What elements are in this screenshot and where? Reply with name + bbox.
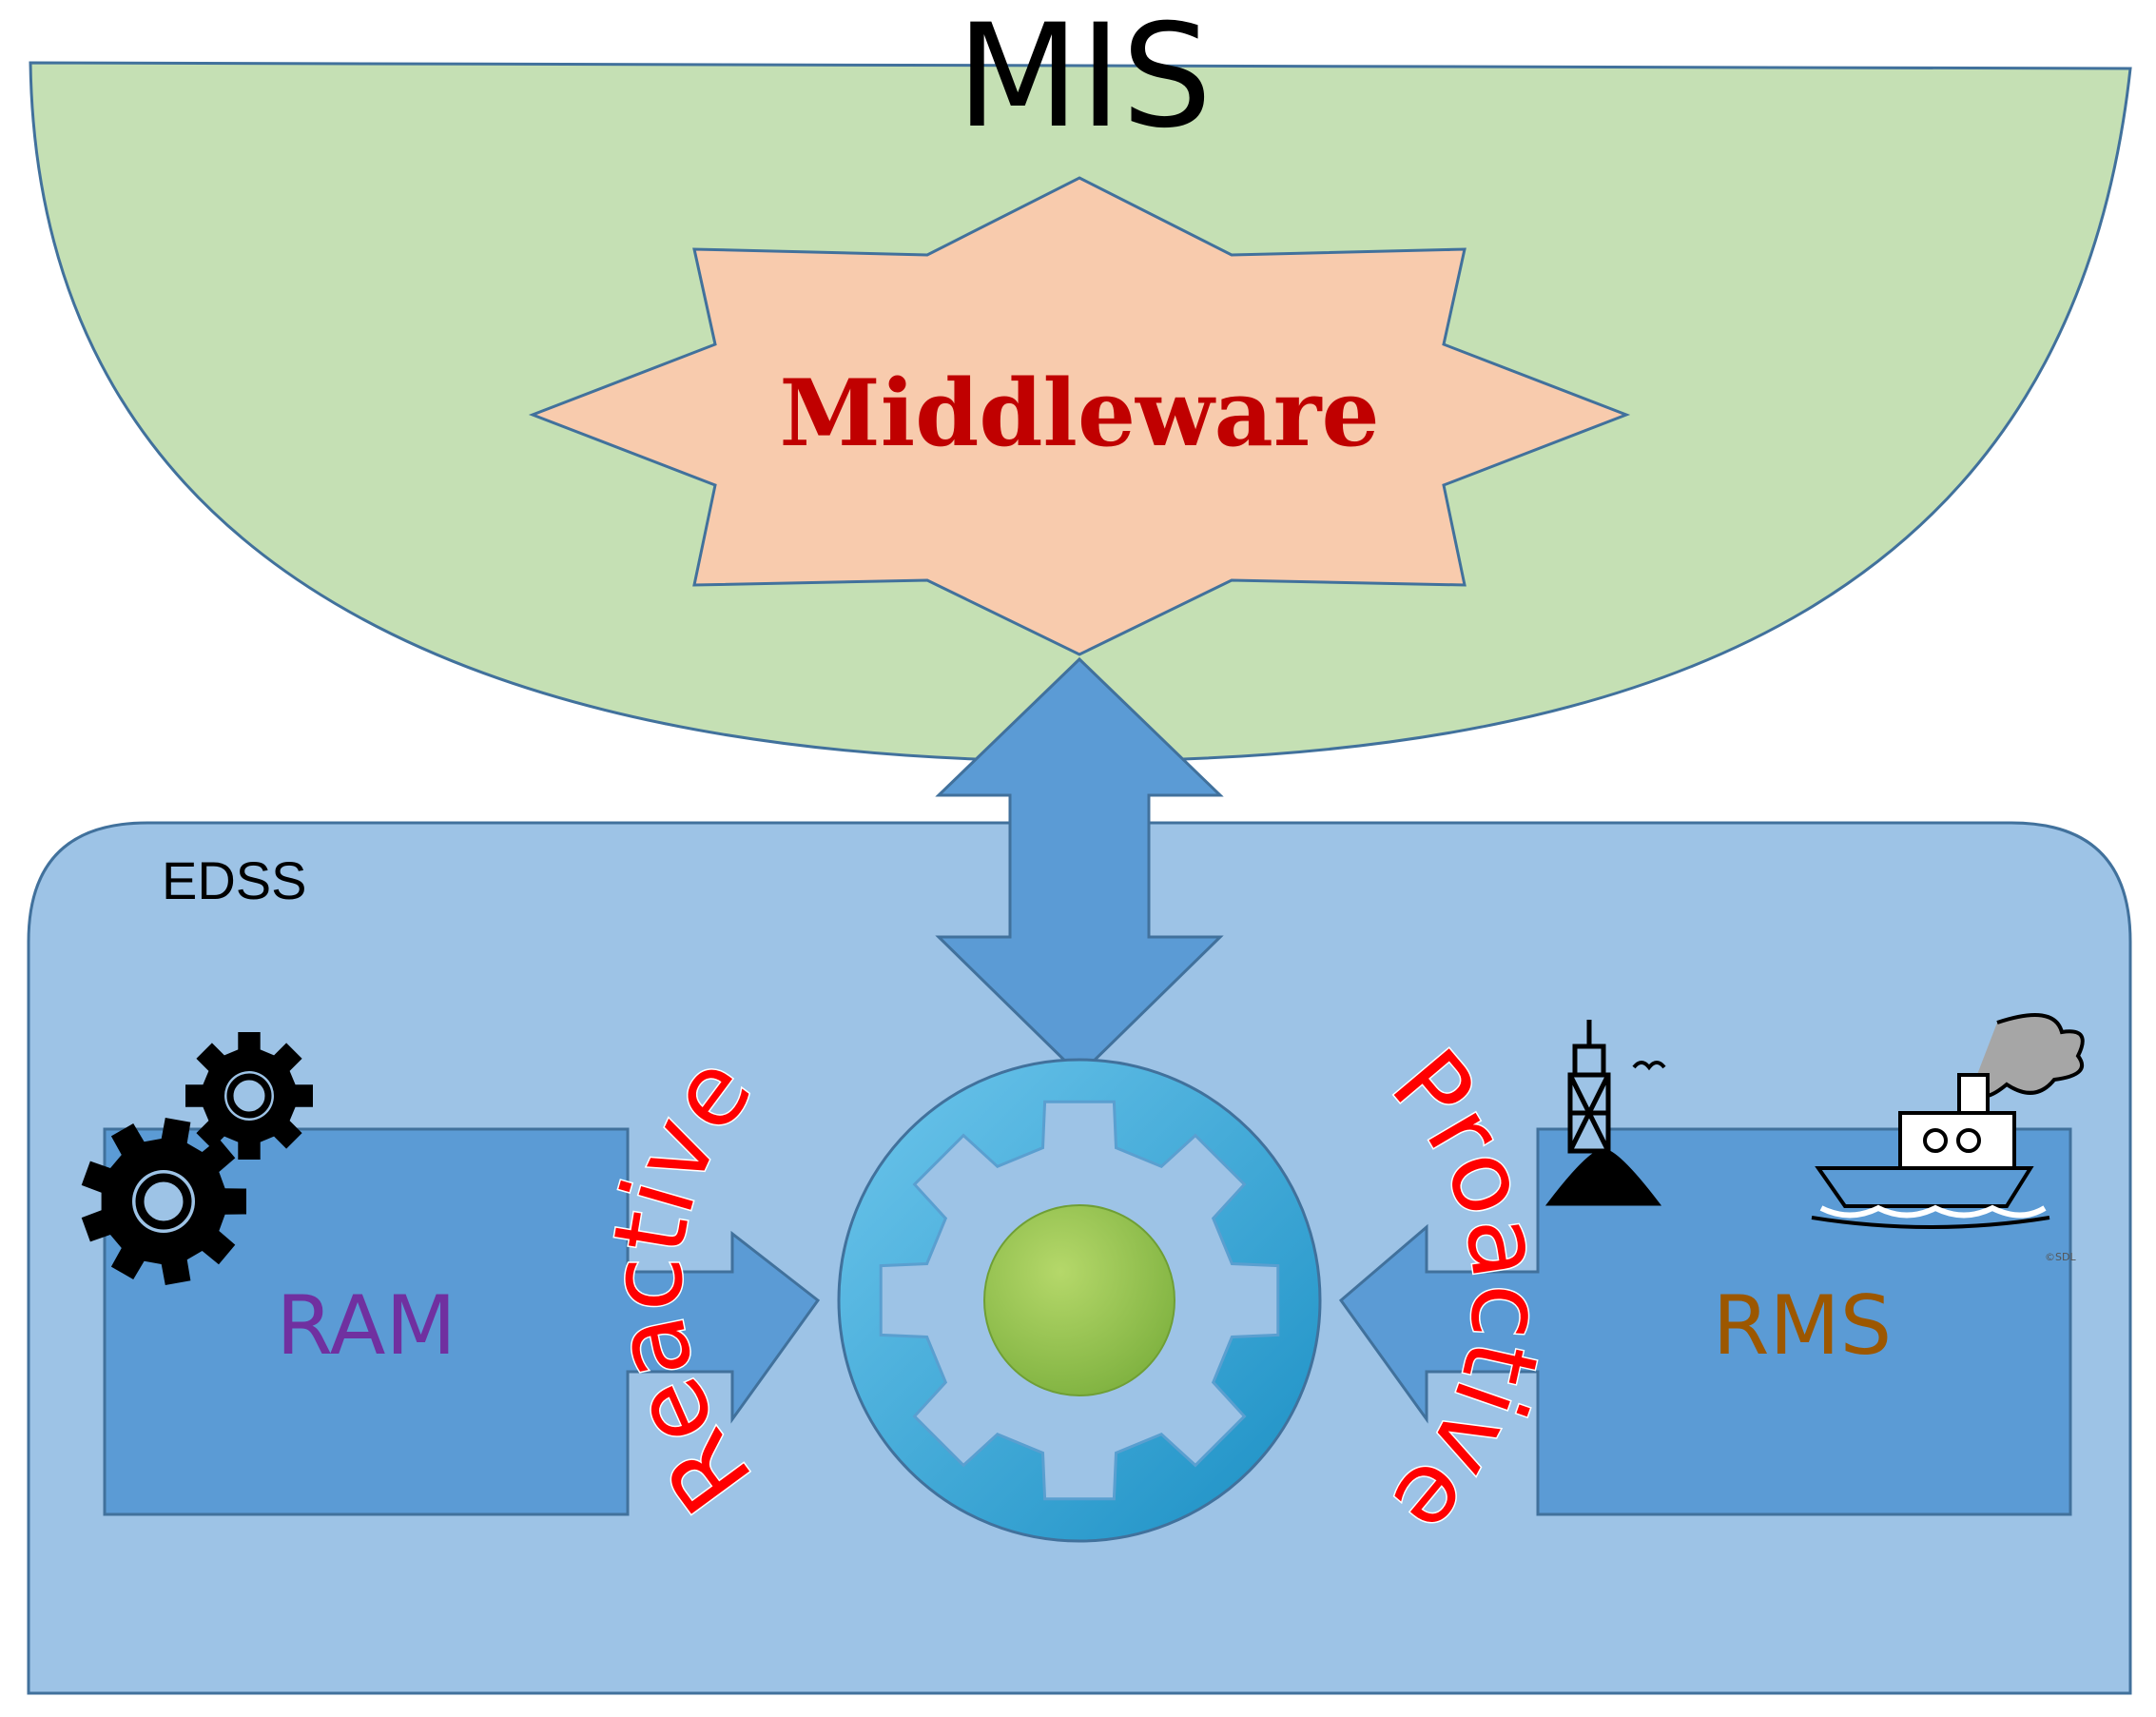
middleware-label: Middleware [779, 360, 1379, 467]
ram-box [103, 1127, 821, 1516]
edss-label: EDSS [162, 850, 307, 910]
cog-icon [837, 1058, 1322, 1543]
mis-title: MIS [957, 0, 1213, 160]
middleware-star [528, 176, 1631, 656]
rms-copyright: ©SDL [2045, 1251, 2076, 1263]
buoy-icon [1544, 1020, 1662, 1206]
steamship-icon [1811, 1013, 2085, 1229]
ram-label: RAM [276, 1278, 456, 1374]
bird-icon [1632, 1061, 1666, 1071]
gears-icon [81, 1032, 313, 1285]
rms-label: RMS [1713, 1278, 1893, 1374]
